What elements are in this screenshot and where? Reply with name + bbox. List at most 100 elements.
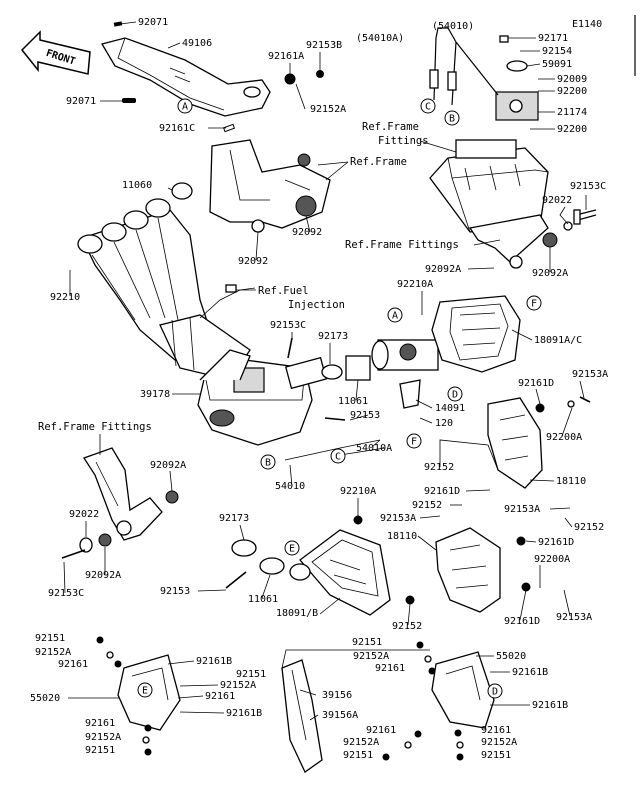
callout-letter: B	[449, 114, 455, 125]
part-label-92154: 92154	[542, 46, 572, 57]
part-label-54010a: (54010A)	[356, 33, 404, 44]
part-label-92151: 92151	[236, 669, 266, 680]
callout-circle	[177, 98, 193, 114]
callout-e: E	[137, 682, 153, 698]
cover-55020-right	[431, 651, 495, 729]
part-label-11060: 11060	[122, 180, 152, 191]
exhaust-header-pipes	[77, 198, 251, 381]
part-label-92152: 92152	[574, 522, 604, 533]
silencer-18091-B	[289, 529, 391, 616]
exhaust-valve-body	[371, 339, 439, 409]
part-label-18110: 18110	[556, 476, 586, 487]
part-label-39156a: 39156A	[322, 710, 358, 721]
callout-b: B	[444, 110, 460, 126]
part-label-55020: 55020	[496, 651, 526, 662]
part-label-92022: 92022	[69, 509, 99, 520]
part-label-18091-b: 18091/B	[276, 608, 318, 619]
callout-e: E	[284, 540, 300, 556]
callout-circle	[487, 683, 503, 699]
part-label-92161d: 92161D	[518, 378, 554, 389]
bolt-92153A	[579, 396, 591, 403]
bolt-92161D-bottom	[521, 582, 531, 592]
part-label-92161: 92161	[366, 725, 396, 736]
part-label-92161d: 92161D	[538, 537, 574, 548]
callout-letter: C	[425, 102, 431, 113]
bolt-92152-lower	[405, 595, 415, 605]
gasket-11060	[171, 182, 193, 200]
part-label-92152a: 92152A	[481, 737, 517, 748]
part-label-21174: 21174	[557, 107, 587, 118]
bolt-92161-b	[144, 724, 152, 732]
part-label-92071: 92071	[66, 96, 96, 107]
callout-letter: B	[265, 458, 271, 469]
part-label-18110: 18110	[387, 531, 417, 542]
part-label-14091: 14091	[435, 403, 465, 414]
part-label-120: 120	[435, 418, 453, 429]
part-label-92092a: 92092A	[85, 570, 121, 581]
callout-f: F	[406, 433, 422, 449]
bolt-92153	[324, 417, 346, 421]
part-label-92153: 92153	[350, 410, 380, 421]
heat-shield-18110-upper	[487, 397, 543, 489]
bolt-92161-c	[428, 667, 436, 675]
part-label-92152a: 92152A	[220, 680, 256, 691]
part-label-92153: 92153	[160, 586, 190, 597]
callout-letter: D	[452, 390, 458, 401]
part-label-92171: 92171	[538, 33, 568, 44]
part-label-92152a: 92152A	[35, 647, 71, 658]
washer-92200A	[567, 400, 575, 408]
part-label-ref-frame-fittings: Ref.Frame Fittings	[38, 421, 152, 433]
part-label-92161: 92161	[481, 725, 511, 736]
part-label-injection: Injection	[288, 299, 345, 311]
callout-f: F	[526, 295, 542, 311]
part-label-92151: 92151	[481, 750, 511, 761]
part-label-92161a: 92161A	[268, 51, 304, 62]
callout-letter: F	[411, 437, 417, 448]
part-label-92152a: 92152A	[85, 732, 121, 743]
screw-92151-d	[382, 753, 390, 761]
part-label-92153a: 92153A	[380, 513, 416, 524]
part-number-labels: 920714910692161A92153B9207192152A92161C(…	[30, 17, 608, 761]
washer-92152A-a	[106, 651, 114, 659]
callout-circle	[387, 307, 403, 323]
clamp-92173	[225, 539, 285, 589]
part-label-92173: 92173	[219, 513, 249, 524]
frame-bracket	[209, 139, 331, 233]
callout-letter: C	[335, 452, 341, 463]
washer-92152A-c	[424, 655, 432, 663]
washer-92152A-e	[456, 741, 464, 749]
part-label-92161: 92161	[85, 718, 115, 729]
callout-circle	[260, 454, 276, 470]
part-label-92092: 92092	[292, 227, 322, 238]
callout-b: B	[260, 454, 276, 470]
bolt-92153C	[287, 337, 293, 359]
part-label-92153a: 92153A	[556, 612, 592, 623]
part-label-92153a: 92153A	[504, 504, 540, 515]
heat-shield-18110-lower	[435, 527, 501, 613]
callout-letter: D	[492, 687, 498, 698]
exhaust-valve-actuator	[429, 27, 539, 121]
bolt-92161-d	[414, 730, 422, 738]
part-label-92071: 92071	[138, 17, 168, 28]
callout-d: D	[487, 683, 503, 699]
part-label-92092: 92092	[238, 256, 268, 267]
part-label-92152a: 92152A	[353, 651, 389, 662]
callout-a: A	[177, 98, 193, 114]
part-label-92161: 92161	[205, 691, 235, 702]
leader-lines	[63, 21, 587, 721]
part-label-92022: 92022	[542, 195, 572, 206]
part-label-92210a: 92210A	[340, 486, 376, 497]
muffler-39178	[197, 349, 313, 446]
screw-92151-e	[456, 753, 464, 761]
part-label-92200: 92200	[557, 86, 587, 97]
bolt-92161D	[535, 403, 545, 413]
o2-sensor	[225, 284, 237, 293]
callout-c: C	[330, 448, 346, 464]
callout-letter: A	[392, 311, 398, 322]
part-label-92161b: 92161B	[532, 700, 568, 711]
part-label-54010: (54010)	[432, 21, 474, 32]
callout-letter: E	[289, 544, 295, 555]
part-label-54010a: 54010A	[356, 443, 392, 454]
part-label-92153c: 92153C	[48, 588, 84, 599]
